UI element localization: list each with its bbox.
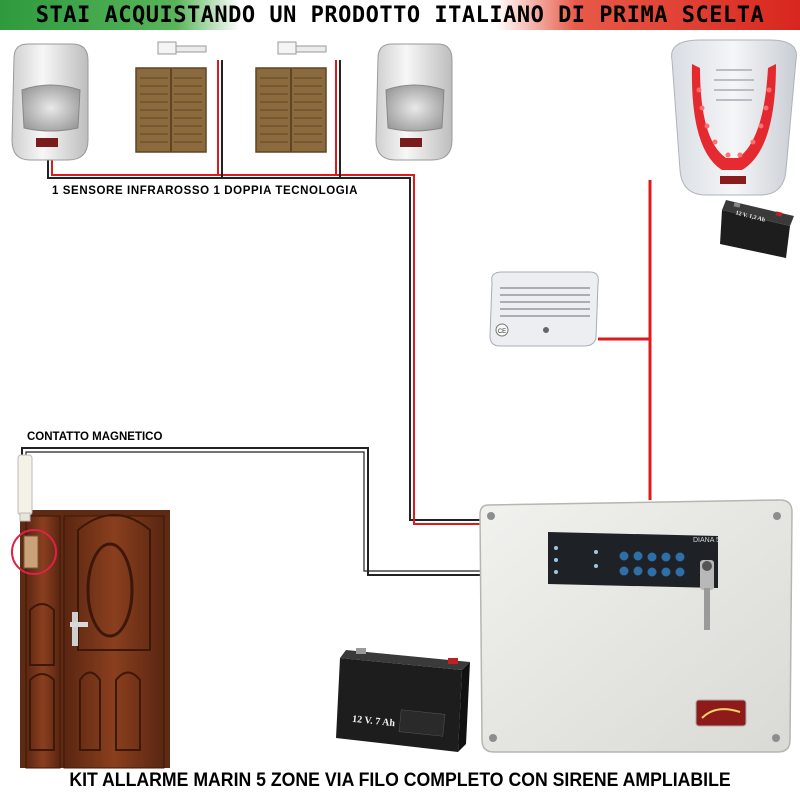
magnetic-contact [11, 454, 57, 575]
main-battery [336, 648, 470, 752]
wiring [21, 60, 652, 576]
magnetic-contact-caption: CONTATTO MAGNETICO [27, 431, 163, 443]
banner-title: STAI ACQUISTANDO UN PRODOTTO ITALIANO DI… [35, 3, 765, 28]
outdoor-siren [671, 39, 797, 196]
control-panel [479, 499, 793, 753]
dual-technology-sensor [375, 43, 453, 161]
product-title: KIT ALLARME MARIN 5 ZONE VIA FILO COMPLE… [69, 770, 731, 791]
window-shutter [255, 41, 327, 153]
siren-battery [720, 200, 794, 258]
panel-model-label: DIANA 5 [693, 537, 720, 544]
window-shutter [135, 41, 207, 153]
infrared-sensor [11, 43, 89, 161]
indoor-siren: CE [489, 271, 599, 347]
door [20, 510, 170, 769]
svg-text:CE: CE [498, 329, 506, 335]
sensors-caption: 1 SENSORE INFRAROSSO 1 DOPPIA TECNOLOGIA [52, 185, 359, 197]
italian-flag-banner [0, 0, 800, 30]
